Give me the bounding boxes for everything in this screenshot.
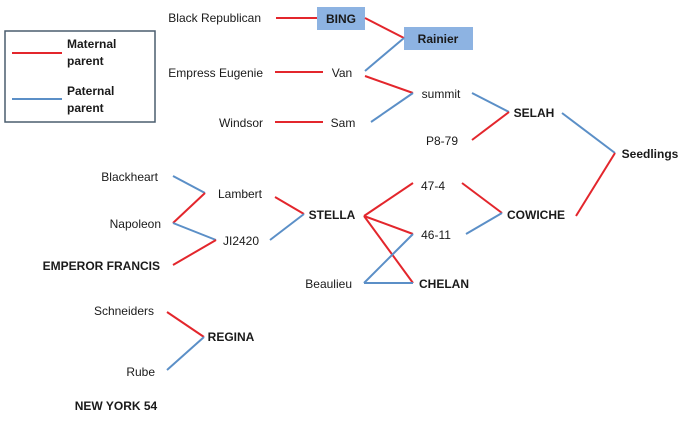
- node-chelan: CHELAN: [419, 277, 469, 291]
- node-seedlings: Seedlings: [622, 147, 679, 161]
- line-blackheart-lambert: [172, 175, 206, 194]
- line-selah-seedlings: [561, 112, 616, 154]
- line-474-cowiche: [461, 182, 503, 214]
- node-cowiche: COWICHE: [507, 208, 565, 222]
- node-schneiders: Schneiders: [94, 304, 154, 318]
- node-summit: summit: [422, 87, 461, 101]
- node-rainier: Rainier: [418, 32, 459, 46]
- bing-highlight: [317, 7, 365, 30]
- line-sam-summit: [370, 92, 414, 123]
- node-blackheart: Blackheart: [101, 170, 158, 184]
- node-ji2420: JI2420: [223, 234, 259, 248]
- line-stella-474: [363, 182, 414, 217]
- line-napoleon-ji2420: [172, 222, 217, 241]
- node-emperor-francis: EMPEROR FRANCIS: [43, 259, 160, 273]
- line-summit-selah: [471, 92, 510, 113]
- line-emperorfrancis-ji2420: [172, 239, 217, 266]
- node-windsor: Windsor: [219, 116, 263, 130]
- line-van-rainier: [364, 37, 405, 72]
- legend-maternal-label-1: Maternal: [67, 37, 116, 51]
- legend: Maternal parent Paternal parent: [4, 30, 156, 123]
- node-46-11: 46-11: [421, 228, 451, 242]
- node-regina: REGINA: [208, 330, 255, 344]
- node-labels: Black Republican BING Rainier Empress Eu…: [43, 11, 679, 413]
- node-beaulieu: Beaulieu: [305, 277, 352, 291]
- line-p879-selah: [471, 111, 510, 141]
- legend-paternal-label-1: Paternal: [67, 84, 114, 98]
- line-stella-chelan: [363, 215, 414, 284]
- line-rube-regina: [166, 336, 205, 371]
- node-p8-79: P8-79: [426, 134, 458, 148]
- legend-paternal-label-2: parent: [67, 101, 104, 115]
- node-selah: SELAH: [514, 106, 555, 120]
- rainier-highlight: [404, 27, 473, 50]
- line-bing-rainier: [364, 17, 405, 39]
- node-new-york-54: NEW YORK 54: [75, 399, 158, 413]
- node-sam: Sam: [331, 116, 356, 130]
- node-47-4: 47-4: [421, 179, 445, 193]
- connectors: [166, 17, 616, 371]
- node-rube: Rube: [126, 365, 155, 379]
- node-empress-eugenie: Empress Eugenie: [168, 66, 263, 80]
- legend-box: [4, 30, 156, 123]
- line-ji2420-stella: [269, 213, 305, 241]
- line-beaulieu-4611: [363, 233, 414, 284]
- line-4611-cowiche: [465, 212, 503, 235]
- node-black-republican: Black Republican: [168, 11, 261, 25]
- node-napoleon: Napoleon: [110, 217, 161, 231]
- line-stella-4611: [363, 215, 414, 235]
- node-van: Van: [332, 66, 352, 80]
- node-bing: BING: [326, 12, 356, 26]
- node-lambert: Lambert: [218, 187, 263, 201]
- line-napoleon-lambert: [172, 192, 206, 224]
- node-stella: STELLA: [309, 208, 356, 222]
- line-lambert-stella: [274, 196, 305, 215]
- line-van-summit: [364, 75, 414, 94]
- legend-maternal-label-2: parent: [67, 54, 104, 68]
- line-cowiche-seedlings: [575, 152, 616, 217]
- line-schneiders-regina: [166, 311, 205, 338]
